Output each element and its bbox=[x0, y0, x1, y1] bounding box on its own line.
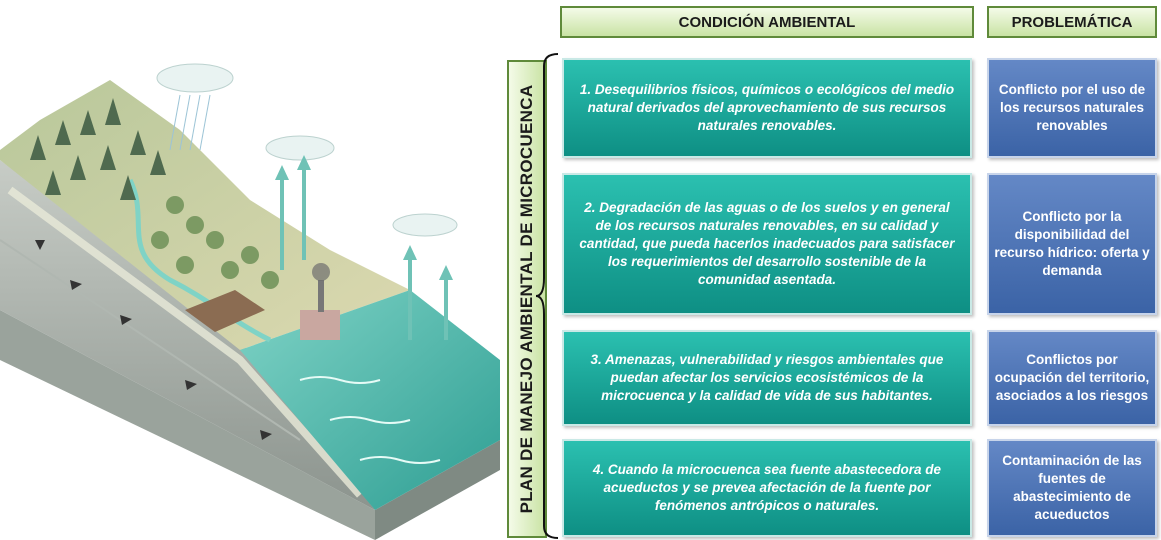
condition-box-4: 4. Cuando la microcuenca sea fuente abas… bbox=[562, 439, 972, 537]
condition-text-1: 1. Desequilibrios físicos, químicos o ec… bbox=[579, 82, 955, 133]
problem-box-1: Conflicto por el uso de los recursos nat… bbox=[987, 58, 1157, 158]
problem-box-3: Conflictos por ocupación del territorio,… bbox=[987, 330, 1157, 426]
condition-box-2: 2. Degradación de las aguas o de los sue… bbox=[562, 173, 972, 315]
header-condicion-label: CONDICIÓN AMBIENTAL bbox=[678, 13, 856, 31]
header-problematica-label: PROBLEMÁTICA bbox=[1011, 13, 1133, 31]
problem-box-2: Conflicto por la disponibilidad del recu… bbox=[987, 173, 1157, 315]
problem-text-4: Contaminación de las fuentes de abasteci… bbox=[1002, 453, 1142, 522]
header-condicion-ambiental: CONDICIÓN AMBIENTAL bbox=[560, 6, 974, 38]
brace-bracket bbox=[536, 53, 559, 539]
problem-text-3: Conflictos por ocupación del territorio,… bbox=[994, 352, 1150, 403]
side-label: PLAN DE MANEJO AMBIENTAL DE MICROCUENCA bbox=[517, 84, 536, 514]
watershed-illustration bbox=[0, 63, 500, 540]
condition-box-1: 1. Desequilibrios físicos, químicos o ec… bbox=[562, 58, 972, 158]
problem-box-4: Contaminación de las fuentes de abasteci… bbox=[987, 439, 1157, 537]
condition-text-2: 2. Degradación de las aguas o de los sue… bbox=[579, 200, 955, 287]
condition-text-4: 4. Cuando la microcuenca sea fuente abas… bbox=[592, 462, 942, 513]
condition-text-3: 3. Amenazas, vulnerabilidad y riesgos am… bbox=[590, 352, 944, 403]
header-problematica: PROBLEMÁTICA bbox=[987, 6, 1157, 38]
problem-text-1: Conflicto por el uso de los recursos nat… bbox=[998, 82, 1146, 133]
problem-text-2: Conflicto por la disponibilidad del recu… bbox=[994, 209, 1150, 278]
condition-box-3: 3. Amenazas, vulnerabilidad y riesgos am… bbox=[562, 330, 972, 426]
